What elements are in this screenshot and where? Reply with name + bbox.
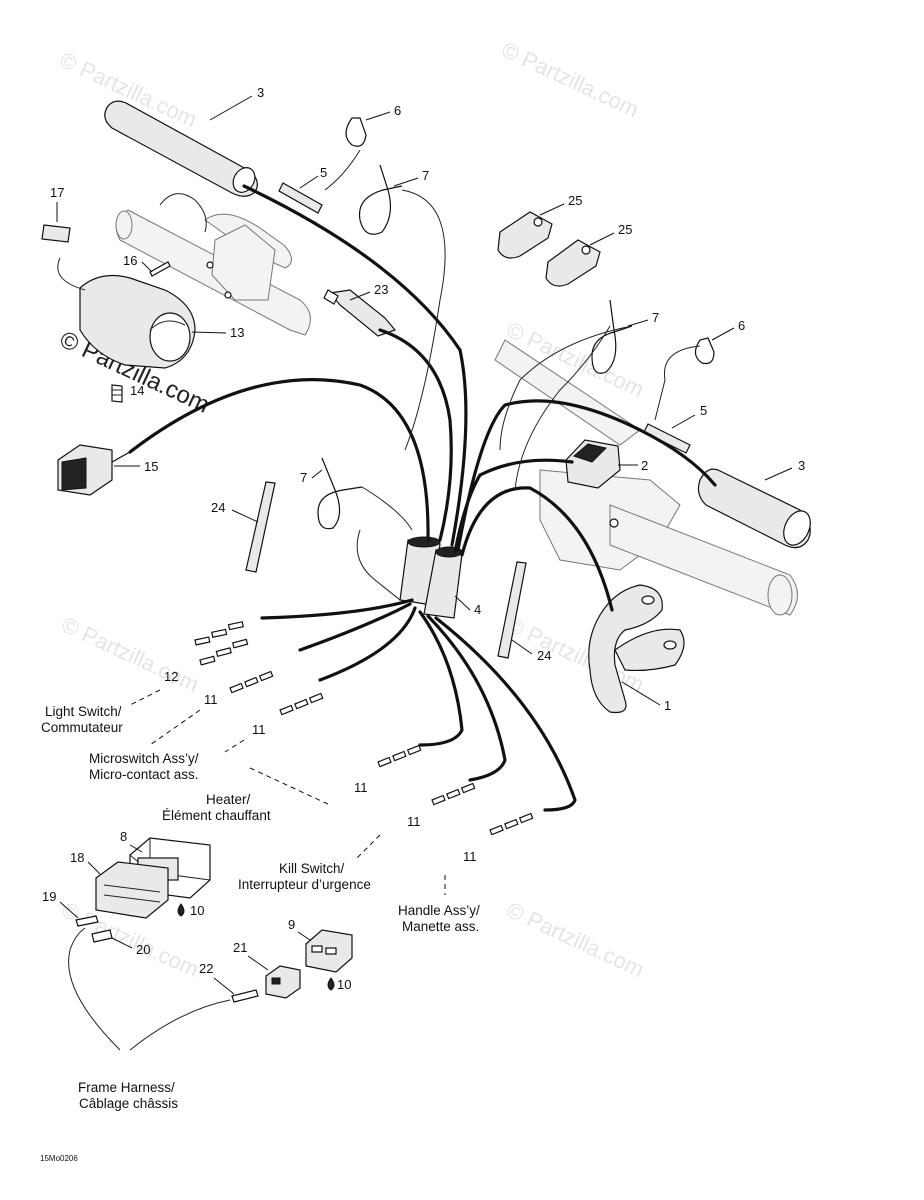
wiring-harness — [128, 184, 717, 812]
callout-10: 10 — [337, 977, 351, 992]
kill-switch-part-2 — [565, 439, 621, 489]
terminal-group — [229, 670, 274, 694]
callout-4: 4 — [474, 602, 481, 617]
decal-part-17 — [41, 224, 71, 243]
leader-lines — [57, 149, 701, 1051]
terminal-group — [431, 782, 476, 806]
terminal-part-22 — [231, 989, 259, 1003]
callout-3: 3 — [257, 85, 264, 100]
screw-part-16 — [149, 261, 171, 277]
callout-11: 11 — [354, 780, 368, 795]
frame-harness-label-en: Frame Harness/ — [78, 1080, 175, 1095]
watermark: © Partzilla.com — [498, 37, 643, 122]
connector-part-21 — [265, 965, 301, 999]
watermark: © Partzilla.com — [503, 897, 648, 982]
callout-16: 16 — [123, 253, 137, 268]
screw-part-14 — [111, 384, 123, 403]
callout-6: 6 — [394, 103, 401, 118]
drawing-code: 15Mo0206 — [40, 1154, 78, 1163]
terminal-part-19 — [75, 915, 99, 927]
cable-tie-part-7 — [317, 164, 633, 530]
callout-17: 17 — [50, 185, 64, 200]
heater-label-en: Heater/ — [206, 792, 251, 807]
terminal-group — [199, 638, 249, 666]
callout-14: 14 — [130, 383, 144, 398]
callout-5: 5 — [700, 403, 707, 418]
sleeve-part-5 — [278, 182, 691, 454]
callout-25: 25 — [618, 222, 632, 237]
cable-tie-part-6 — [345, 117, 715, 365]
callout-5: 5 — [320, 165, 327, 180]
callout-24: 24 — [537, 648, 551, 663]
left-handlebar-ghost — [115, 193, 311, 336]
component-labels: Light Switch/ Commutateur Microswitch As… — [40, 704, 480, 1163]
callout-2: 2 — [641, 458, 648, 473]
connector-part-18 — [95, 861, 169, 919]
callout-11: 11 — [252, 722, 266, 737]
frame-harness-label-fr: Câblage châssis — [79, 1096, 178, 1111]
callout-19: 19 — [42, 889, 56, 904]
terminal-groups — [194, 621, 534, 836]
callout-20: 20 — [136, 942, 150, 957]
microswitch-label-fr: Micro-contact ass. — [89, 767, 199, 782]
callout-21: 21 — [233, 940, 247, 955]
light-switch-label-en: Light Switch/ — [45, 704, 122, 719]
callout-11: 11 — [204, 692, 218, 707]
terminal-group — [279, 692, 324, 716]
callout-11: 11 — [407, 814, 421, 829]
kill-switch-label-en: Kill Switch/ — [279, 861, 345, 876]
callout-24: 24 — [211, 500, 225, 515]
callout-22: 22 — [199, 961, 213, 976]
right-handlebar-ghost — [494, 339, 798, 616]
switch-housing-part-13 — [79, 275, 196, 369]
terminal-group — [194, 621, 244, 646]
grease-drop-icon — [177, 903, 335, 991]
callout-6: 6 — [738, 318, 745, 333]
callout-25: 25 — [568, 193, 582, 208]
callout-7: 7 — [422, 168, 429, 183]
callout-12: 12 — [164, 669, 178, 684]
heater-label-fr: Élément chauffant — [162, 808, 271, 823]
light-switch-label-fr: Commutateur — [41, 720, 123, 735]
connector-part-9 — [305, 929, 353, 973]
callout-3: 3 — [798, 458, 805, 473]
handle-label-en: Handle Ass’y/ — [398, 903, 480, 918]
callout-7: 7 — [300, 470, 307, 485]
clamp-part-25 — [497, 211, 601, 287]
callout-9: 9 — [288, 917, 295, 932]
callout-13: 13 — [230, 325, 244, 340]
throttle-lever-part-1 — [588, 584, 685, 714]
terminal-group — [377, 744, 422, 768]
callout-23: 23 — [374, 282, 388, 297]
heat-shrink-tube-part-24 — [245, 481, 527, 659]
harness-cover-part-4 — [399, 536, 463, 619]
heated-grip-right — [697, 468, 811, 549]
kill-switch-label-fr: Interrupteur d’urgence — [238, 877, 371, 892]
light-switch-part-15 — [57, 444, 131, 496]
callout-18: 18 — [70, 850, 84, 865]
callout-7: 7 — [652, 310, 659, 325]
sensor-part-23 — [323, 289, 397, 337]
callout-15: 15 — [144, 459, 158, 474]
heated-grip-left — [104, 100, 258, 197]
handle-label-fr: Manette ass. — [402, 919, 479, 934]
dashed-guides — [129, 689, 446, 895]
callout-10: 10 — [190, 903, 204, 918]
callout-11: 11 — [463, 849, 477, 864]
watermark: © Partzilla.com — [58, 612, 203, 697]
terminal-group — [489, 812, 534, 836]
callout-numbers: 1 2 3 3 4 5 5 6 6 7 7 7 8 9 10 10 11 11 … — [42, 85, 805, 995]
microswitch-label-en: Microswitch Ass’y/ — [89, 751, 199, 766]
callout-1: 1 — [664, 698, 671, 713]
callout-8: 8 — [120, 829, 127, 844]
